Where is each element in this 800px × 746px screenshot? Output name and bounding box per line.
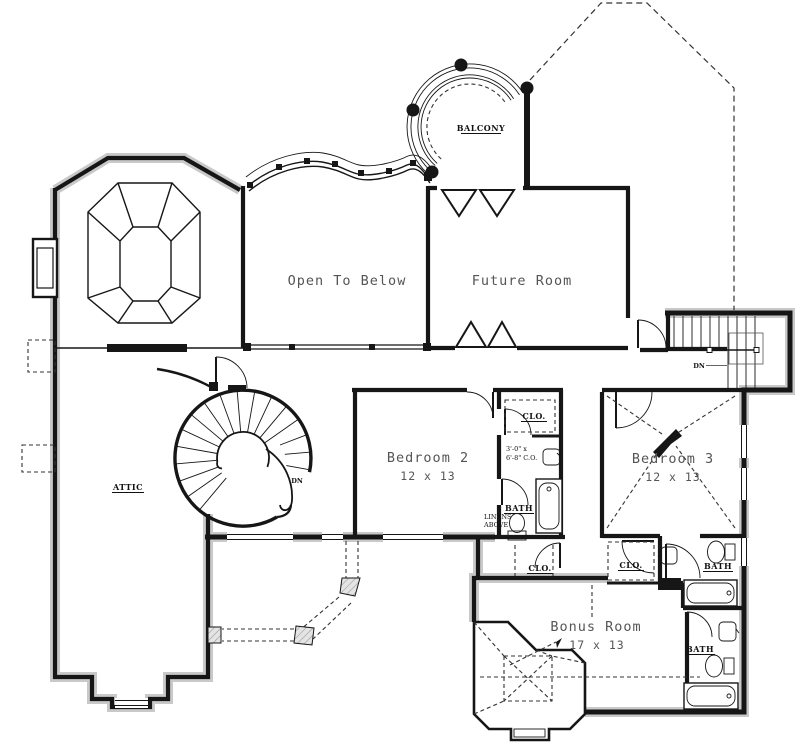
dn-label-spiral: DN <box>291 477 303 485</box>
future-room-label: Future Room <box>472 273 572 289</box>
bedroom2-label: Bedroom 2 <box>387 450 469 466</box>
french-door-bottom <box>454 319 518 353</box>
hall-west <box>156 356 248 391</box>
bonus-size: 17 x 13 <box>569 638 624 652</box>
bedroom2-size: 12 x 13 <box>400 469 455 483</box>
opening-note-2: 6'-8" C.O. <box>506 454 537 462</box>
open-to-below-railing <box>243 151 434 351</box>
window <box>227 531 293 543</box>
door-bedroom3 <box>615 391 653 429</box>
door-bedroom2 <box>466 391 494 419</box>
closet-hall <box>514 545 554 576</box>
doors <box>466 319 713 638</box>
window <box>738 538 750 566</box>
bedroom3-label: Bedroom 3 <box>632 451 714 467</box>
opening-note-1: 3'-0" x <box>506 445 527 453</box>
bathtub <box>683 682 739 710</box>
roof-outline <box>21 2 735 473</box>
railing-bottom <box>243 343 431 351</box>
bedroom3-ceiling <box>606 395 736 529</box>
labels: Open To Below Future Room Bedroom 2 12 x… <box>112 273 733 655</box>
bath-upper-label: BATH <box>704 561 732 571</box>
linens-note-1: LINENS <box>484 513 511 521</box>
sink <box>718 621 740 642</box>
bonus-label: Bonus Room <box>550 619 641 635</box>
door-bath-upper <box>665 543 701 579</box>
sink <box>657 546 678 565</box>
chimney-left <box>31 237 59 299</box>
exterior-walls <box>52 86 793 715</box>
toilet <box>707 540 736 564</box>
french-door-top <box>437 183 523 218</box>
closet-bath-label: CLO. <box>522 411 545 421</box>
window <box>738 425 750 458</box>
bedroom3-size: 12 x 13 <box>645 470 700 484</box>
toilet <box>705 654 735 678</box>
closet-hall-label: CLO. <box>528 563 551 573</box>
ceiling-fan <box>653 429 682 458</box>
door-bath <box>501 478 529 506</box>
interior-walls <box>240 185 790 683</box>
window <box>738 468 750 500</box>
bonus-dashes <box>480 585 700 678</box>
closet-bed3-label: CLO. <box>619 560 642 570</box>
spiral-staircase: DN <box>173 385 313 528</box>
door-bath-lower <box>686 611 713 638</box>
closet-bed3-box <box>607 541 655 581</box>
open-to-below-label: Open To Below <box>288 273 407 289</box>
bath-center-label: BATH <box>505 503 533 513</box>
balcony: BALCONY <box>406 58 534 179</box>
door-closet-bed3 <box>621 540 655 574</box>
chimney-bottom <box>472 620 587 742</box>
windows <box>115 425 750 708</box>
sink <box>542 448 562 466</box>
window <box>115 698 148 708</box>
bath-upper <box>657 540 738 607</box>
attic-label: ATTIC <box>112 482 143 492</box>
bathtub <box>535 478 563 534</box>
bath-lower-label: BATH <box>686 644 714 654</box>
door <box>215 356 248 389</box>
dn-label-main: DN <box>693 362 705 370</box>
tray-ceiling <box>57 182 243 352</box>
bath-lower <box>683 621 740 710</box>
duct-path <box>207 541 361 646</box>
bathtub <box>683 579 738 607</box>
window <box>383 531 443 543</box>
door-future-hall <box>637 319 667 349</box>
center-bath <box>504 399 563 541</box>
door-closet-hall <box>534 542 561 569</box>
main-staircase: DN <box>673 316 764 388</box>
stair-handrail <box>706 347 760 353</box>
window <box>322 531 343 543</box>
balcony-posts <box>406 58 534 179</box>
balcony-label: BALCONY <box>457 123 505 133</box>
linens-note-2: ABOVE <box>483 521 509 529</box>
